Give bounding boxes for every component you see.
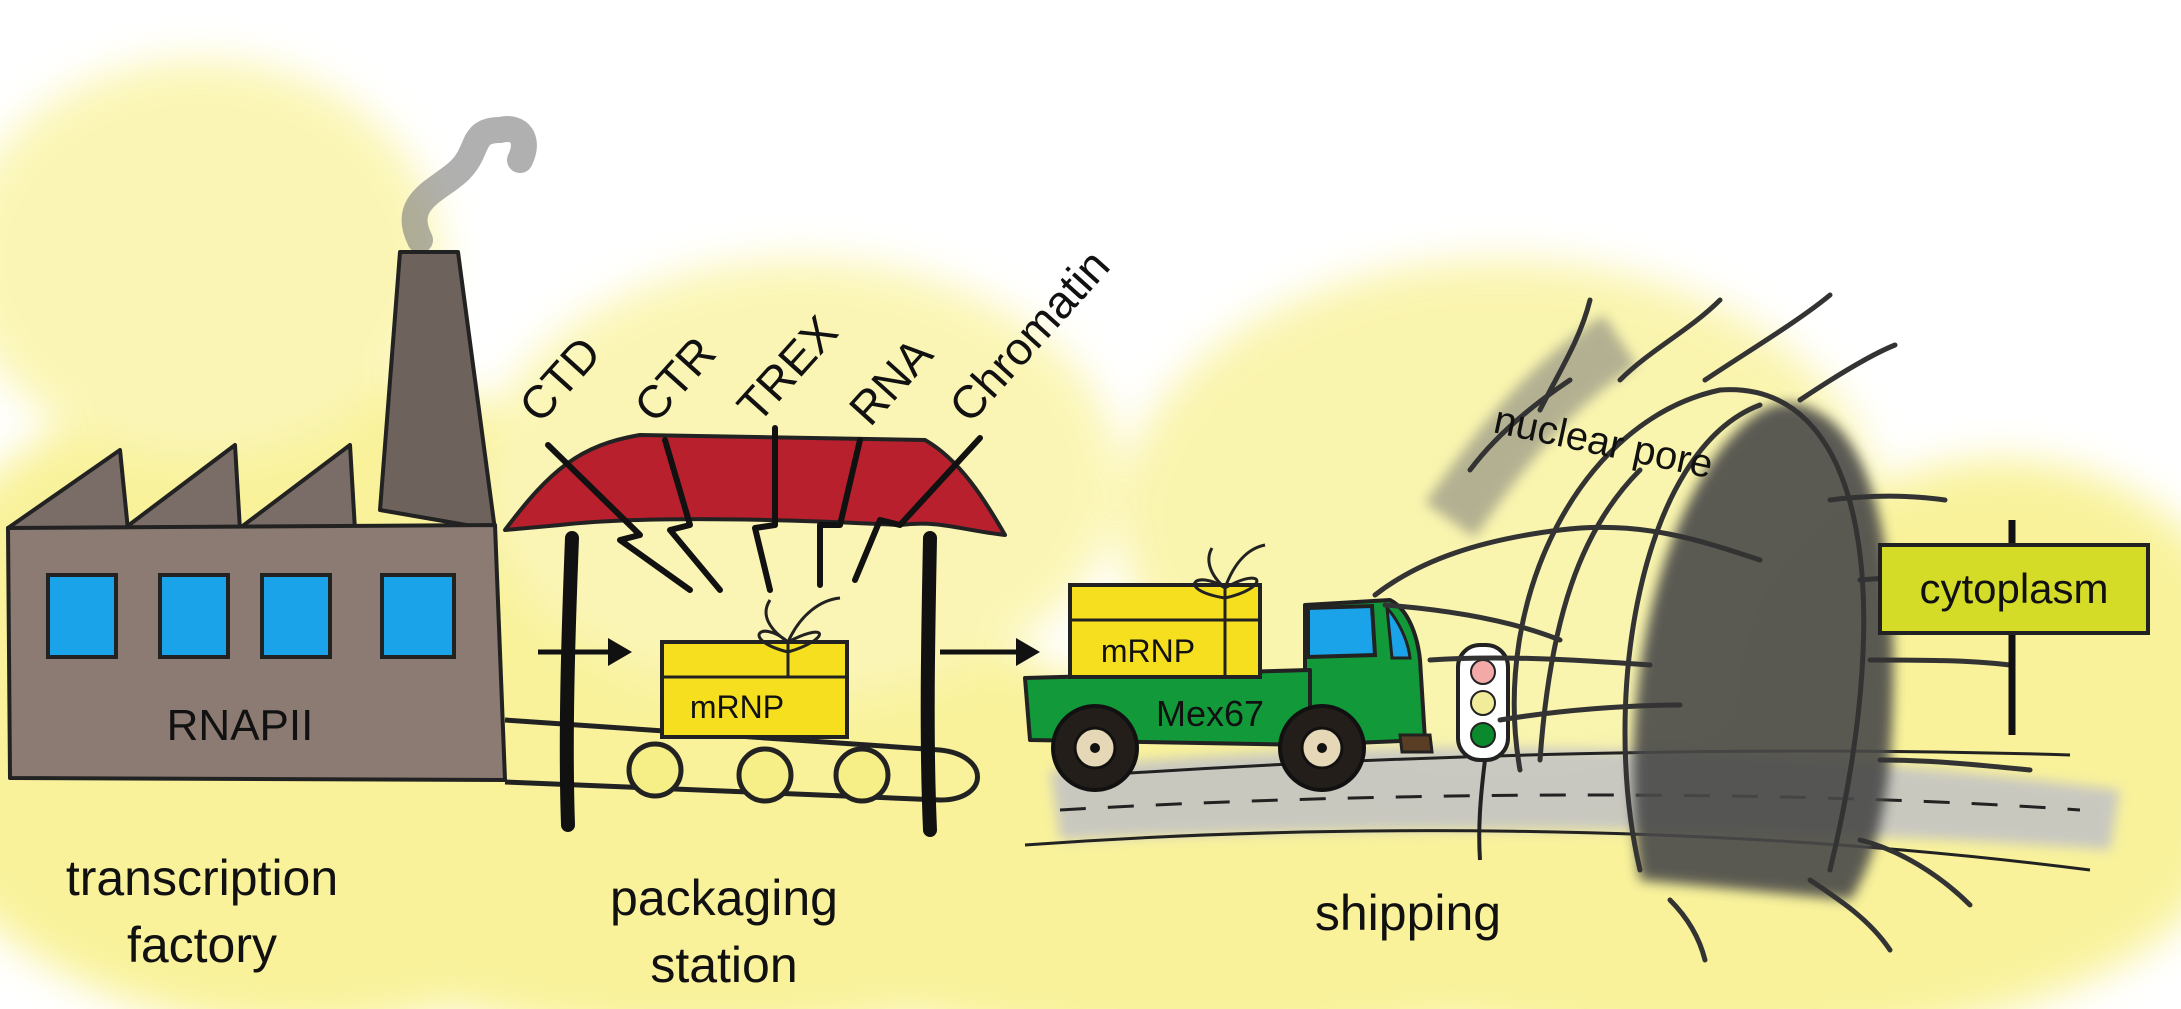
shipping-caption: shipping xyxy=(1315,885,1501,941)
bow-icon xyxy=(1193,543,1266,600)
factory-caption-line1: transcription xyxy=(66,850,338,906)
station-caption-line1: packaging xyxy=(610,870,838,926)
factory-window xyxy=(380,573,456,659)
factory-window xyxy=(46,573,118,659)
flow-arrow xyxy=(940,638,1040,666)
packaging-station xyxy=(503,433,1007,837)
truck-wheel xyxy=(1051,704,1139,792)
mex67-truck: Mex67 mRNP xyxy=(1023,543,1434,792)
cytoplasm-sign: cytoplasm xyxy=(1878,520,2150,735)
sign-label: cytoplasm xyxy=(1919,565,2108,612)
mrnp-package: mRNP xyxy=(660,596,849,739)
input-arrows xyxy=(545,425,983,593)
green-light-icon xyxy=(1470,722,1496,748)
flow-arrow xyxy=(538,638,632,666)
yellow-light-icon xyxy=(1470,690,1496,716)
truck-wheel xyxy=(1278,704,1366,792)
factory-caption-line2: factory xyxy=(127,917,277,973)
conveyor-belt xyxy=(504,717,980,804)
truck-label: Mex67 xyxy=(1156,693,1264,734)
package-label: mRNP xyxy=(690,689,784,725)
captions: transcription factory packaging station … xyxy=(66,850,1501,993)
smoke xyxy=(401,116,537,253)
factory-label: RNAPII xyxy=(167,701,314,750)
factory-window xyxy=(158,573,230,659)
transcription-factory: RNAPII xyxy=(6,250,507,782)
traffic-light xyxy=(1456,643,1510,861)
factory-window xyxy=(260,573,332,659)
nuclear-pore: nuclear pore xyxy=(1372,292,2033,963)
station-caption-line2: station xyxy=(650,937,797,993)
bow-icon xyxy=(757,596,841,654)
red-light-icon xyxy=(1470,659,1496,685)
cargo-label: mRNP xyxy=(1101,633,1195,669)
